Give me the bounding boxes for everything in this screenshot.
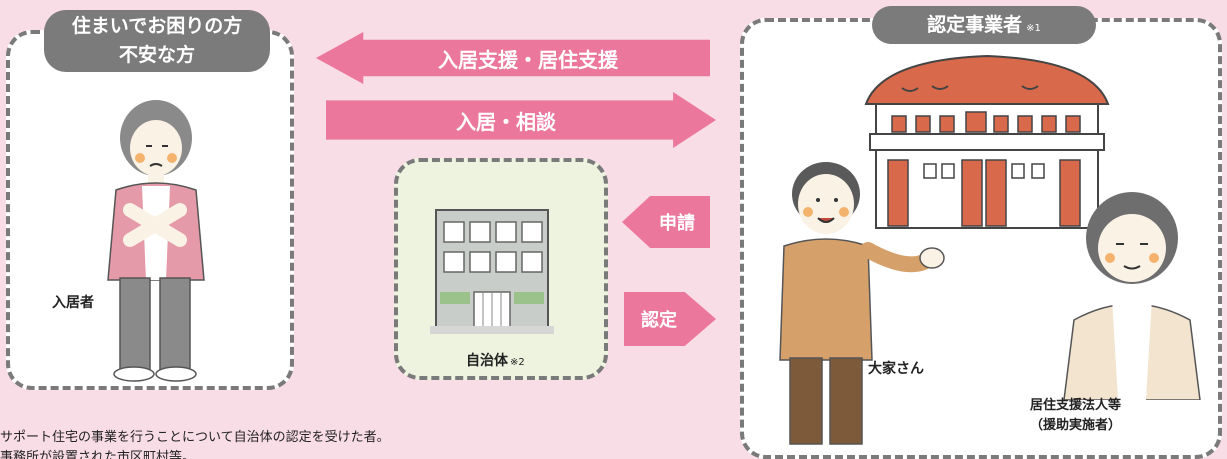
arrow-move-in-support-label: 入居支援・居住支援 — [438, 47, 618, 72]
landlord-label: 大家さん — [868, 361, 924, 377]
footnote-2: 事務所が設置された市区町村等。 — [0, 450, 196, 459]
arrow-certification-label: 認定 — [641, 310, 677, 331]
operator-title-note: ※1 — [1026, 23, 1041, 34]
arrow-move-in-consult-label: 入居・相談 — [456, 109, 556, 134]
support-corp-label: 居住支援法人等 （援助実施者） — [1030, 396, 1121, 436]
arrow-application-label: 申請 — [659, 213, 695, 234]
resident-illustration — [107, 100, 205, 382]
support-staff-illustration — [1063, 192, 1201, 400]
resident-label: 入居者 — [52, 295, 94, 311]
municipality-building-icon — [430, 209, 554, 334]
arrow-move-in-consult: 入居・相談 — [326, 92, 716, 148]
operator-panel-title: 認定事業者※1 — [872, 6, 1096, 44]
resident-title-line2: 不安な方 — [118, 44, 195, 66]
municipality-label-text: 自治体 — [466, 353, 508, 369]
apartment-house-illustration — [864, 54, 1110, 229]
operator-title-text: 認定事業者 — [927, 14, 1023, 36]
support-corp-label-line1: 居住支援法人等 — [1030, 398, 1122, 413]
resident-panel-title: 住まいでお困りの方 不安な方 — [44, 10, 270, 72]
municipality-label: 自治体※2 — [466, 350, 525, 370]
resident-title-line1: 住まいでお困りの方 — [71, 15, 243, 37]
arrow-move-in-support: 入居支援・居住支援 — [316, 32, 710, 84]
support-corp-label-line2: （援助実施者） — [1030, 418, 1122, 433]
landlord-illustration — [779, 162, 945, 445]
arrow-certification: 認定 — [624, 292, 716, 346]
municipality-label-note: ※2 — [510, 357, 525, 368]
footnote-1: サポート住宅の事業を行うことについて自治体の認定を受けた者。 — [0, 430, 390, 445]
arrow-application: 申請 — [622, 196, 710, 248]
